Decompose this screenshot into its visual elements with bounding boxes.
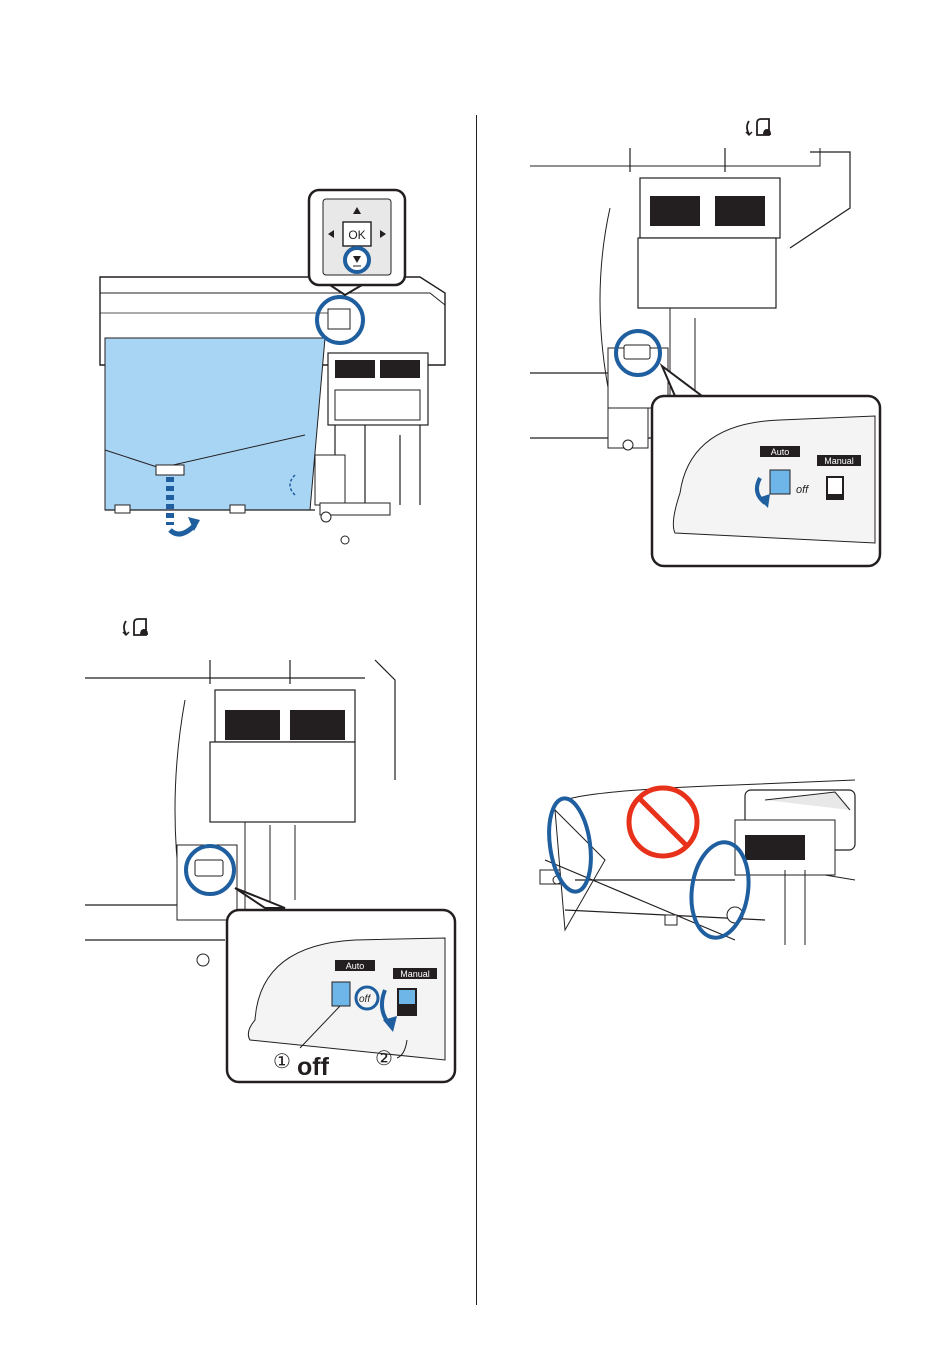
callout-step1-off: off	[297, 1053, 330, 1081]
off-label: off	[796, 484, 809, 496]
manual-label: Manual	[400, 969, 430, 979]
callout-step2-number: ②	[375, 1048, 393, 1070]
auto-label: Auto	[771, 447, 790, 457]
callout-step1-number: ①	[273, 1051, 291, 1073]
takeup-printable-side-in-icon	[743, 117, 779, 139]
ok-button: OK	[348, 228, 365, 242]
takeup-printable-side-in-icon	[120, 617, 156, 639]
figure-auto-off-manual: Auto Manual off ① off ②	[85, 660, 457, 1085]
off-label: off	[359, 994, 371, 1005]
figure-prohibited-handling	[535, 780, 880, 955]
auto-label: Auto	[346, 961, 365, 971]
figure-control-panel-feed: OK	[100, 185, 460, 555]
figure-auto-switch-off: Auto Manual off	[530, 148, 882, 568]
manual-label: Manual	[824, 456, 854, 466]
column-divider	[476, 115, 477, 1305]
